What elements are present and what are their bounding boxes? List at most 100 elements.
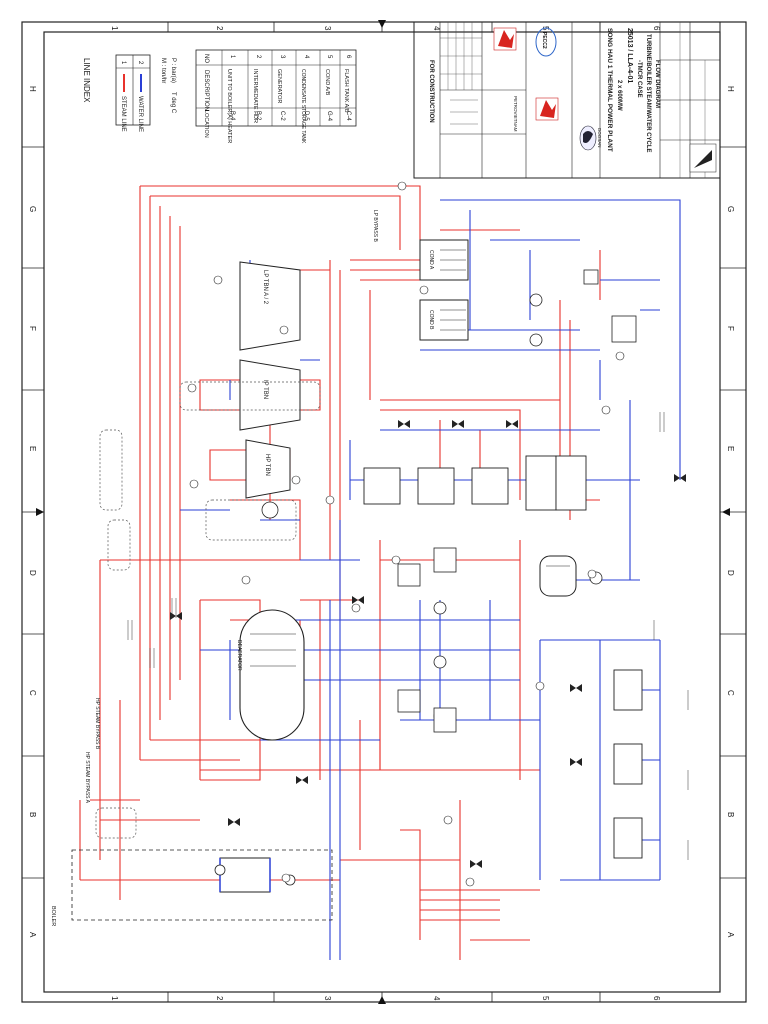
- deaerator-label: DEAERATOR: [236, 640, 242, 671]
- drawing-number: 25013 / LLA-4-01: [626, 28, 633, 83]
- title-block: PECC2 FOR CONSTRUCTION PETROVIETNAM SONG…: [413, 21, 721, 179]
- hp-turbine-label: HP TBN: [264, 454, 270, 476]
- table-row-desc: GENERATOR: [276, 69, 282, 103]
- grid-letter-left: F: [28, 326, 37, 331]
- grid-letter-left: C: [28, 690, 37, 696]
- center-marks: [36, 20, 730, 1004]
- grid-letter-left: B: [28, 812, 37, 817]
- table-row-no: 2: [255, 55, 261, 59]
- deaerator: DEAERATOR: [236, 609, 305, 741]
- hp-turbine: HP TBN: [245, 439, 291, 519]
- contractor-logo: [493, 27, 517, 51]
- grid-number-top: 1: [110, 26, 119, 31]
- grid-letter-right: E: [726, 446, 735, 451]
- table-row-no: 4: [303, 55, 309, 59]
- grid-number-top: 6: [652, 26, 661, 31]
- grid-letter-left: G: [28, 206, 37, 212]
- grid-letter-right: F: [726, 326, 735, 331]
- table-row-loc: D-5: [303, 111, 309, 121]
- unit-flow: M : ton/hr: [160, 58, 166, 83]
- table-row-desc: INTERMEDIATE HDR: [252, 69, 258, 123]
- table-header-loc: LOCATION: [203, 110, 209, 138]
- table-row-desc: CONDENSATE STORAGE TANK: [300, 69, 306, 144]
- legend-water-label: WATER LINE: [137, 96, 143, 132]
- designer-name: DOOSAN: [597, 128, 602, 148]
- table-row-desc: COND A/B: [324, 69, 330, 96]
- construction-status: FOR CONSTRUCTION: [428, 60, 434, 123]
- grid-number-bottom: 6: [652, 996, 661, 1001]
- boiler-boundary: [71, 849, 333, 921]
- grid-number-bottom: 5: [541, 996, 550, 1001]
- svg-text:PECC2: PECC2: [541, 32, 547, 49]
- cond-a-label: COND A: [428, 250, 434, 270]
- project-name: SONG HAU 1 THERMAL POWER PLANT: [606, 28, 613, 152]
- project-capacity: 2 x 600MW: [616, 80, 622, 111]
- grid-letter-right: C: [726, 690, 735, 696]
- doosan-logo: [579, 125, 597, 151]
- grid-letter-right: A: [726, 932, 735, 938]
- table-header-no: NO: [203, 54, 209, 63]
- lp-heaters: [363, 455, 587, 511]
- drain-loops: [95, 381, 321, 839]
- instrument-bubbles: [187, 181, 625, 887]
- water-lines: [180, 199, 681, 960]
- table-header-desc: DESCRIPTION: [203, 70, 209, 111]
- drawing-title-1: TURBINE/BOILER STEAM/WATER CYCLE: [645, 34, 651, 153]
- condenser-b: COND B: [419, 299, 469, 341]
- grid-number-bottom: 2: [215, 996, 224, 1001]
- table-row-loc: B-4: [229, 111, 235, 121]
- unit-pressure: P : bar(a): [170, 58, 176, 83]
- pumps: [214, 293, 603, 886]
- grid-letter-left: E: [28, 446, 37, 451]
- drawing-case: -TMCR CASE: [636, 60, 642, 98]
- legend-no-2: 2: [137, 61, 143, 65]
- ip-turbine: IP TBN: [239, 359, 301, 431]
- grid-number-top: 3: [323, 26, 332, 31]
- grid-letter-left: D: [28, 570, 37, 576]
- grid-letter-right: G: [726, 206, 735, 212]
- ip-turbine-label: IP TBN: [262, 380, 268, 399]
- grid-number-bottom: 1: [110, 996, 119, 1001]
- cond-b-label: COND B: [428, 310, 434, 330]
- table-row-loc: B-2: [255, 111, 261, 121]
- condensate-storage-tank: [539, 555, 577, 597]
- lp-turbine: LP TBN A / 2: [239, 261, 301, 351]
- tag-marks: [127, 412, 689, 860]
- drawing-title-2: FLOW DIAGRAM: [654, 60, 660, 108]
- table-row-desc: UNIT TO BOILER(A) HEATER: [226, 69, 232, 143]
- table-row-no: 3: [279, 55, 285, 59]
- line-index-legend: LINE INDEX 1 2 STEAM LINE WATER LINE M :…: [82, 54, 176, 132]
- grid-number-top: 2: [215, 26, 224, 31]
- lp-bypass-label: LP BYPASS B: [372, 210, 378, 242]
- bypass-a-label: HP STEAM BYPASS A: [84, 752, 90, 804]
- grid-number-bottom: 4: [432, 996, 441, 1001]
- grid-letter-right: B: [726, 812, 735, 817]
- legend-no-1: 1: [120, 61, 126, 65]
- grid-letter-right: D: [726, 570, 735, 576]
- table-row-loc: G-4: [326, 111, 332, 122]
- contractor-name: PETROVIETNAM: [513, 96, 518, 132]
- table-row-loc: C-4: [345, 111, 351, 121]
- table-row-loc: C-2: [279, 111, 285, 121]
- condenser-a: COND A: [419, 239, 469, 281]
- generator: [261, 501, 279, 519]
- valves: [170, 420, 686, 868]
- pecc2-logo: PECC2: [535, 27, 557, 57]
- table-row-no: 5: [326, 55, 332, 59]
- table-row-desc: FLASH TANK A/B: [343, 69, 349, 113]
- grid-letter-left: H: [28, 86, 37, 92]
- unit-temp: T deg C: [170, 92, 176, 114]
- hp-heaters: [613, 669, 643, 859]
- bypass-b-label: HP STEAM BYPASS B: [94, 698, 100, 750]
- grid-number-top: 4: [432, 26, 441, 31]
- owner-logo: [535, 97, 559, 121]
- grid-letter-right: H: [726, 86, 735, 92]
- lp-turbine-label: LP TBN A / 2: [262, 270, 268, 305]
- boiler: BOILER: [50, 849, 333, 926]
- table-row-no: 1: [229, 55, 235, 59]
- grid-number-bottom: 3: [323, 996, 332, 1001]
- grid-letter-left: A: [28, 932, 37, 938]
- legend-steam-label: STEAM LINE: [120, 96, 126, 132]
- boiler-label: BOILER: [50, 906, 56, 926]
